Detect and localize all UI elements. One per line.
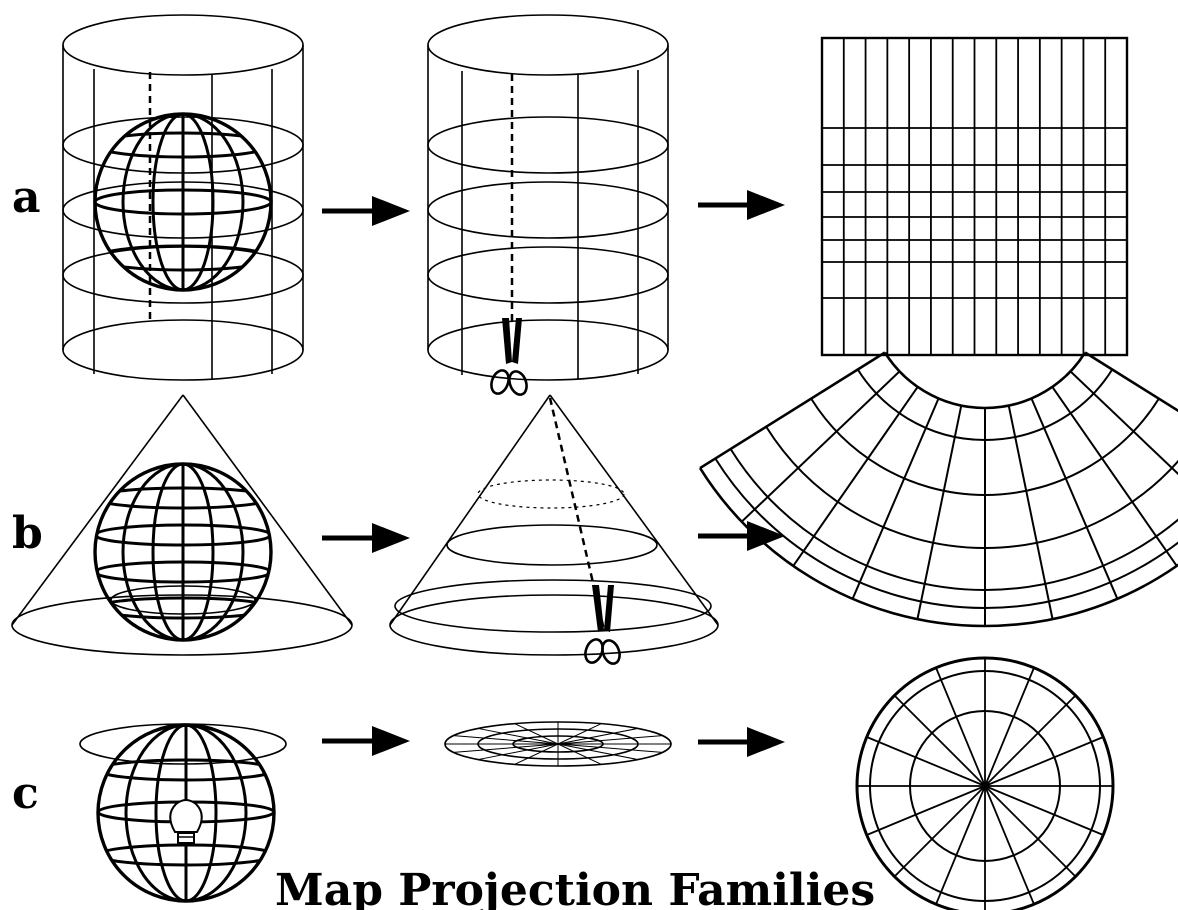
polar-meridian (866, 785, 986, 836)
polar-meridian (984, 667, 1035, 787)
fan-meridian (916, 405, 963, 620)
diagram-title: Map Projection Families (275, 865, 875, 910)
arrow-right-icon (698, 727, 785, 757)
globe-icon (96, 723, 276, 903)
arrow-right-icon (322, 196, 410, 226)
fan-meridian (851, 398, 940, 600)
fan-meridian (1084, 351, 1178, 413)
polar-meridian (866, 736, 986, 787)
disc-meridian (557, 727, 638, 745)
disc-meridian (557, 735, 663, 745)
fan-meridian (740, 370, 901, 523)
globe-icon (93, 462, 273, 642)
disc-meridian (453, 735, 559, 745)
rectangular-grid-icon (820, 36, 1129, 357)
disc-meridian (478, 727, 559, 745)
cylinder-icon (427, 14, 669, 381)
row-label-a: a (12, 172, 41, 223)
polar-meridian (893, 694, 986, 787)
fan-meridian (699, 351, 886, 470)
arrow-right-icon (322, 523, 410, 553)
arrow-right-icon (698, 190, 785, 220)
fan-meridian (1007, 405, 1054, 620)
fan-parallel (765, 426, 1178, 550)
globe-icon (93, 112, 273, 292)
polar-meridian (984, 785, 1077, 878)
polar-meridian (935, 667, 986, 787)
conic-fan-grid-icon (698, 351, 1178, 628)
arrow-right-icon (698, 521, 785, 551)
cone-with-globe (11, 394, 353, 656)
disc-meridian (557, 723, 602, 745)
polar-meridian (984, 785, 1104, 836)
polar-meridian (984, 694, 1077, 787)
polar-meridian (984, 785, 1035, 905)
fan-meridian (792, 386, 919, 567)
scissors-icon (490, 318, 528, 396)
disc-meridian (478, 743, 559, 761)
disc-meridian (514, 723, 559, 745)
disc-meridian (557, 743, 602, 765)
fan-meridian (1051, 386, 1178, 567)
polar-meridian (893, 785, 986, 878)
disc-meridian (557, 743, 638, 761)
lightbulb-icon (169, 799, 203, 844)
disc-meridian (557, 743, 663, 753)
disc-meridian (514, 743, 559, 765)
row-label-c: c (12, 768, 39, 819)
polar-meridian (935, 785, 986, 905)
cone-icon (389, 394, 719, 656)
fan-meridian (1069, 370, 1178, 476)
polar-grid-icon (855, 656, 1115, 910)
arrow-right-icon (322, 726, 410, 756)
disc-meridian (453, 743, 559, 753)
row-label-b: b (12, 508, 43, 559)
fan-meridian (1030, 398, 1119, 600)
scissors-icon (584, 585, 621, 665)
polar-meridian (984, 736, 1104, 787)
fan-parallel (883, 351, 1087, 410)
cylinder-with-globe (62, 14, 304, 381)
plane-disc-icon (444, 721, 672, 767)
